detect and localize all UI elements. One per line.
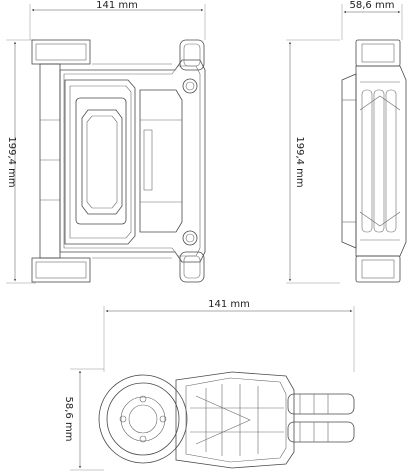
front-height-dimension: 199,4 mm xyxy=(6,39,36,284)
bottom-body xyxy=(98,371,355,469)
bottom-depth-dimension: 58,6 mm xyxy=(63,368,104,471)
side-view: 58,6 mm 199,4 mm xyxy=(286,0,407,284)
bottom-view: 141 mm 58,6 mm xyxy=(63,299,355,471)
side-height-label: 199,4 mm xyxy=(294,136,305,187)
side-depth-dimension: 58,6 mm xyxy=(341,0,403,40)
front-view: 141 mm 199,4 mm xyxy=(6,0,206,284)
side-height-dimension: 199,4 mm xyxy=(286,39,340,284)
front-width-label: 141 mm xyxy=(96,0,138,11)
bottom-width-label: 141 mm xyxy=(208,299,250,310)
bottom-depth-label: 58,6 mm xyxy=(63,397,74,442)
front-height-label: 199,4 mm xyxy=(6,136,17,187)
side-body xyxy=(341,39,407,283)
bottom-width-dimension: 141 mm xyxy=(103,299,355,372)
front-body xyxy=(31,39,206,283)
side-depth-label: 58,6 mm xyxy=(350,0,395,11)
front-width-dimension: 141 mm xyxy=(29,0,206,40)
